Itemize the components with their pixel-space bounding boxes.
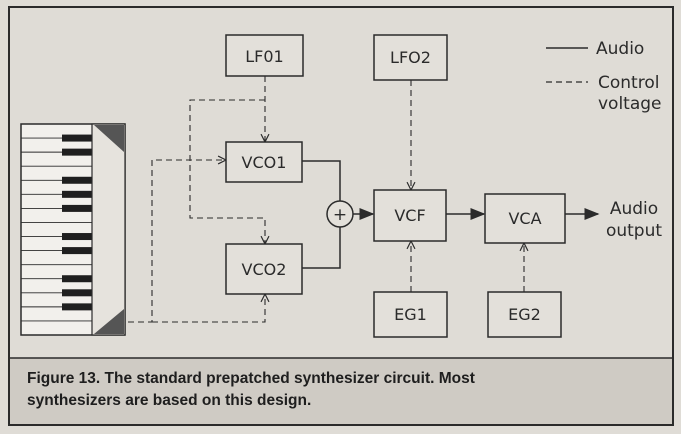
black-key <box>62 303 92 310</box>
eg1-label: EG1 <box>394 305 427 324</box>
keyboard <box>21 124 125 335</box>
vca-block: VCA <box>485 194 565 243</box>
legend-control-label-line1: Control <box>598 73 659 93</box>
vcf-label: VCF <box>394 206 425 225</box>
mixer-symbol: + <box>333 205 347 225</box>
caption-line2: synthesizers are based on this design. <box>27 392 311 409</box>
black-key <box>62 205 92 212</box>
legend-audio-label: Audio <box>596 39 644 59</box>
legend-control-label-line2: voltage <box>598 94 662 114</box>
lfo1-block: LF01 <box>226 35 303 76</box>
vca-label: VCA <box>508 209 541 228</box>
keyboard-right-panel <box>92 124 125 335</box>
black-key <box>62 233 92 240</box>
output-label-line2: output <box>606 221 662 241</box>
lfo1-label: LF01 <box>245 47 283 66</box>
vco2-block: VCO2 <box>226 244 302 294</box>
black-key <box>62 149 92 156</box>
black-key <box>62 247 92 254</box>
black-key <box>62 289 92 296</box>
lfo2-block: LFO2 <box>374 35 447 80</box>
caption-band <box>10 358 672 424</box>
black-key <box>62 191 92 198</box>
vco1-label: VCO1 <box>242 153 287 172</box>
vco1-block: VCO1 <box>226 142 302 182</box>
black-key <box>62 135 92 142</box>
vcf-block: VCF <box>374 190 446 241</box>
caption-line1: Figure 13. The standard prepatched synth… <box>27 370 475 387</box>
black-key <box>62 275 92 282</box>
mixer-node: + <box>327 201 353 227</box>
lfo2-label: LFO2 <box>390 48 431 67</box>
eg1-block: EG1 <box>374 292 447 337</box>
eg2-block: EG2 <box>488 292 561 337</box>
eg2-label: EG2 <box>508 305 541 324</box>
vco2-label: VCO2 <box>242 260 287 279</box>
black-key <box>62 177 92 184</box>
output-label-line1: Audio <box>610 199 658 219</box>
